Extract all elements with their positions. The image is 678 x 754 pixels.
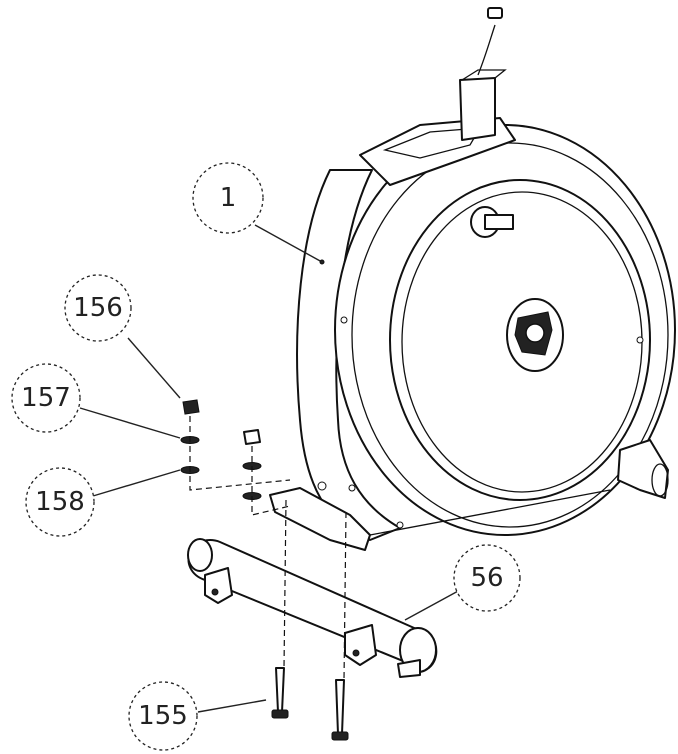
assembly-lines (189, 416, 347, 681)
callout-156: 156 (64, 274, 132, 342)
callout-158: 158 (25, 467, 95, 537)
flywheel-housing (269, 7, 676, 551)
callout-157: 157 (11, 363, 81, 433)
callout-1-label: 1 (220, 183, 237, 213)
stabilizer-bar (187, 538, 438, 678)
leader-lines (79, 224, 461, 713)
callout-156-label: 156 (73, 293, 123, 323)
callout-56: 56 (453, 544, 521, 612)
callout-158-label: 158 (35, 487, 85, 517)
bolts-155 (271, 667, 349, 741)
callout-155-label: 155 (138, 701, 188, 731)
callout-155: 155 (128, 681, 198, 751)
callout-1: 1 (192, 162, 264, 234)
callout-157-label: 157 (21, 383, 71, 413)
callout-56-label: 56 (470, 563, 503, 593)
